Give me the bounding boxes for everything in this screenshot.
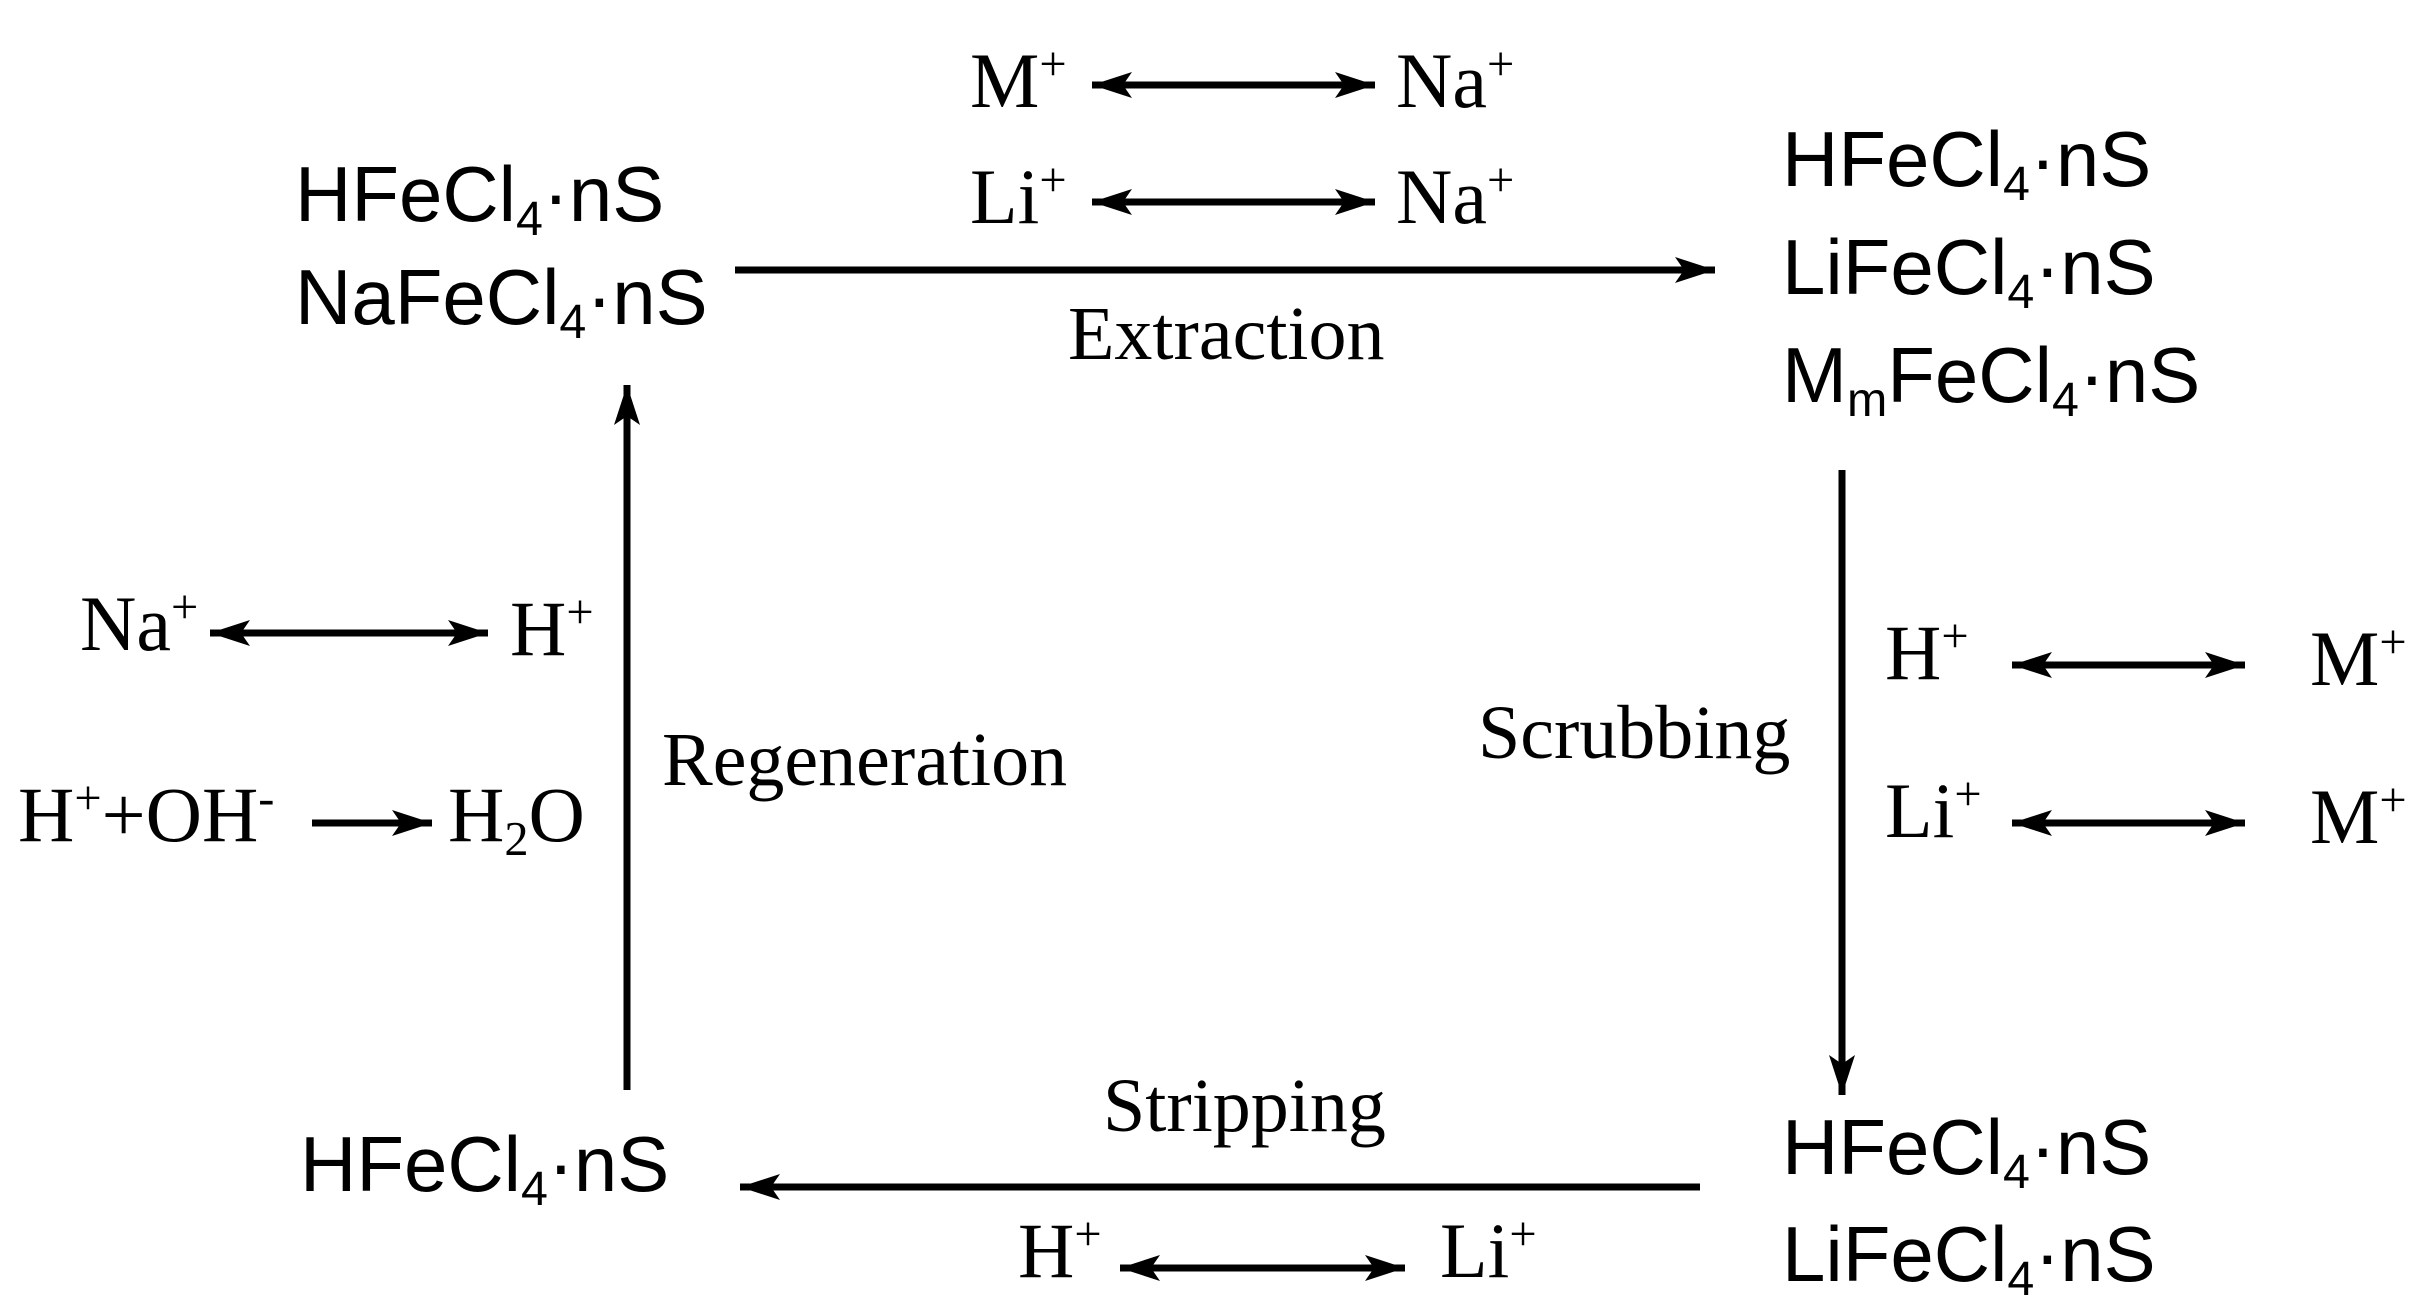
formula-lifecl4-ns: LiFeCl4·nS: [1782, 1210, 2156, 1306]
scrubbing-label: Scrubbing: [1478, 691, 1791, 775]
ion-na-plus: Na+: [1396, 37, 1515, 124]
ion-li-plus: Li+: [970, 153, 1067, 240]
formula-hfecl4-ns: HFeCl4·nS: [300, 1120, 670, 1216]
formula-hfecl4-ns: HFeCl4·nS: [295, 150, 665, 246]
stripping-label: Stripping: [1103, 1064, 1386, 1148]
formula-nafecl4-ns: NaFeCl4·nS: [295, 253, 708, 349]
ion-m-plus: M+: [970, 37, 1067, 124]
ion-li-plus: Li+: [1440, 1207, 1537, 1294]
formula-lifecl4-ns: LiFeCl4·nS: [1782, 223, 2156, 319]
ion-h-plus: H+: [1885, 609, 1969, 696]
ion-m-plus: M+: [2310, 615, 2407, 702]
formula-mmfecl4-ns: MmFeCl4·nS: [1782, 331, 2201, 427]
ion-na-plus: Na+: [1396, 153, 1515, 240]
formula-hfecl4-ns: HFeCl4·nS: [1782, 1103, 2152, 1199]
extraction-label: Extraction: [1068, 292, 1385, 376]
neutralization-product-water: H2O: [448, 771, 585, 866]
ion-na-plus: Na+: [80, 580, 199, 667]
regeneration-label: Regeneration: [662, 718, 1068, 802]
neutralization-reactants: H++OH-: [18, 771, 275, 858]
ion-m-plus: M+: [2310, 773, 2407, 860]
ion-li-plus: Li+: [1885, 767, 1982, 854]
ion-h-plus: H+: [510, 585, 594, 672]
formula-hfecl4-ns: HFeCl4·nS: [1782, 115, 2152, 211]
ion-h-plus: H+: [1018, 1207, 1102, 1294]
